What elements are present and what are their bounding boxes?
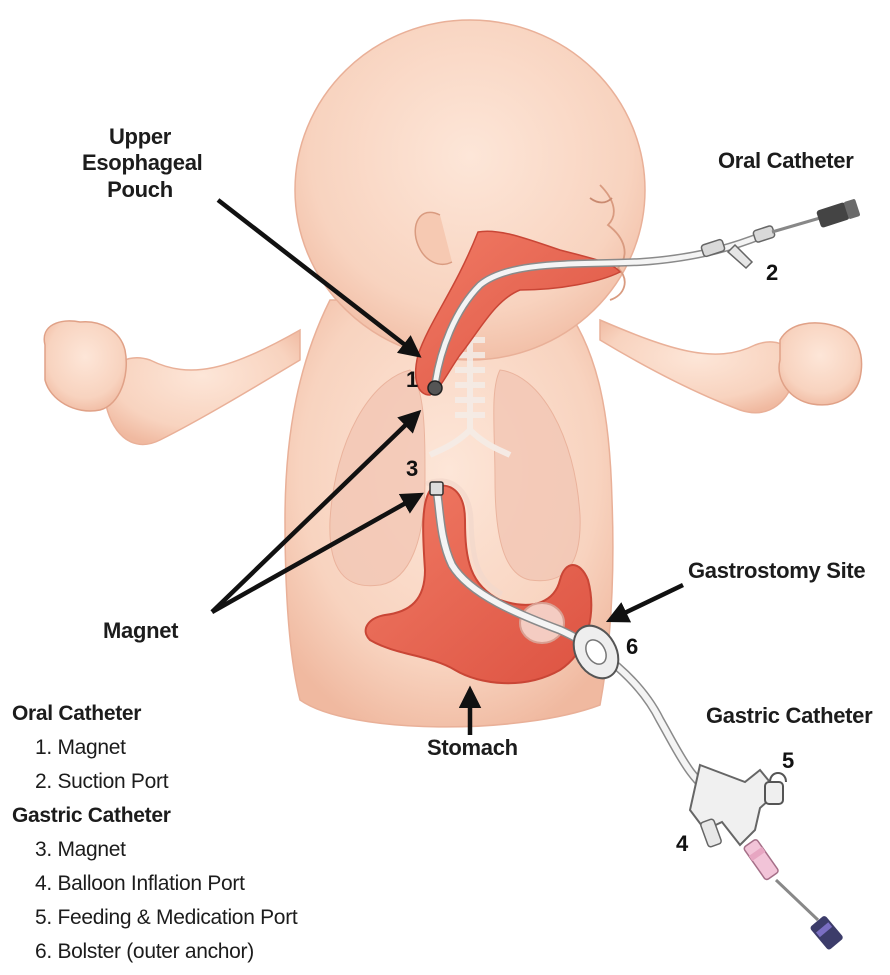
right-fist bbox=[779, 323, 861, 405]
legend-group-title: Oral Catheter bbox=[12, 697, 297, 731]
gastric-pink-connector bbox=[743, 839, 779, 881]
left-fist bbox=[44, 321, 126, 411]
feeding-port-cap bbox=[765, 773, 786, 804]
legend-item: 3. Magnet bbox=[35, 833, 297, 867]
marker-3: 3 bbox=[406, 458, 418, 480]
label-magnet: Magnet bbox=[103, 618, 178, 644]
legend-item: 2. Suction Port bbox=[35, 765, 297, 799]
legend-item: 5. Feeding & Medication Port bbox=[35, 901, 297, 935]
label-pouch-line: Pouch bbox=[82, 177, 198, 203]
label-upper-esophageal-pouch: Upper Esophageal Pouch bbox=[82, 124, 198, 203]
label-upper-line: Upper bbox=[82, 124, 198, 150]
suction-port bbox=[728, 245, 752, 268]
legend-item: 1. Magnet bbox=[35, 731, 297, 765]
legend: Oral Catheter 1. Magnet 2. Suction Port … bbox=[12, 697, 297, 969]
legend-list: 1. Magnet 2. Suction Port bbox=[12, 731, 297, 799]
gastric-magnet bbox=[430, 482, 443, 495]
marker-5: 5 bbox=[782, 750, 794, 772]
right-arm bbox=[600, 320, 796, 413]
oral-line-end bbox=[772, 218, 820, 232]
label-oral-catheter: Oral Catheter bbox=[718, 148, 853, 174]
oral-connector-2 bbox=[753, 225, 776, 243]
legend-item: 4. Balloon Inflation Port bbox=[35, 867, 297, 901]
marker-1: 1 bbox=[406, 369, 418, 391]
oral-end-connector bbox=[816, 199, 861, 229]
legend-group-title: Gastric Catheter bbox=[12, 799, 297, 833]
label-esophageal-line: Esophageal bbox=[82, 150, 198, 176]
marker-6: 6 bbox=[626, 636, 638, 658]
legend-item: 6. Bolster (outer anchor) bbox=[35, 935, 297, 969]
marker-4: 4 bbox=[676, 833, 688, 855]
label-gastric-catheter: Gastric Catheter bbox=[706, 703, 872, 729]
oral-connector-1 bbox=[701, 239, 726, 257]
gastric-end-connector bbox=[809, 915, 844, 951]
legend-list: 3. Magnet 4. Balloon Inflation Port 5. F… bbox=[12, 833, 297, 969]
gastric-extension-line bbox=[776, 880, 818, 920]
label-stomach: Stomach bbox=[427, 735, 518, 761]
left-arm bbox=[104, 330, 300, 444]
label-gastrostomy-site: Gastrostomy Site bbox=[688, 558, 865, 584]
arrow-gastrostomy-site bbox=[610, 585, 683, 620]
oral-magnet bbox=[428, 381, 442, 395]
marker-2: 2 bbox=[766, 262, 778, 284]
